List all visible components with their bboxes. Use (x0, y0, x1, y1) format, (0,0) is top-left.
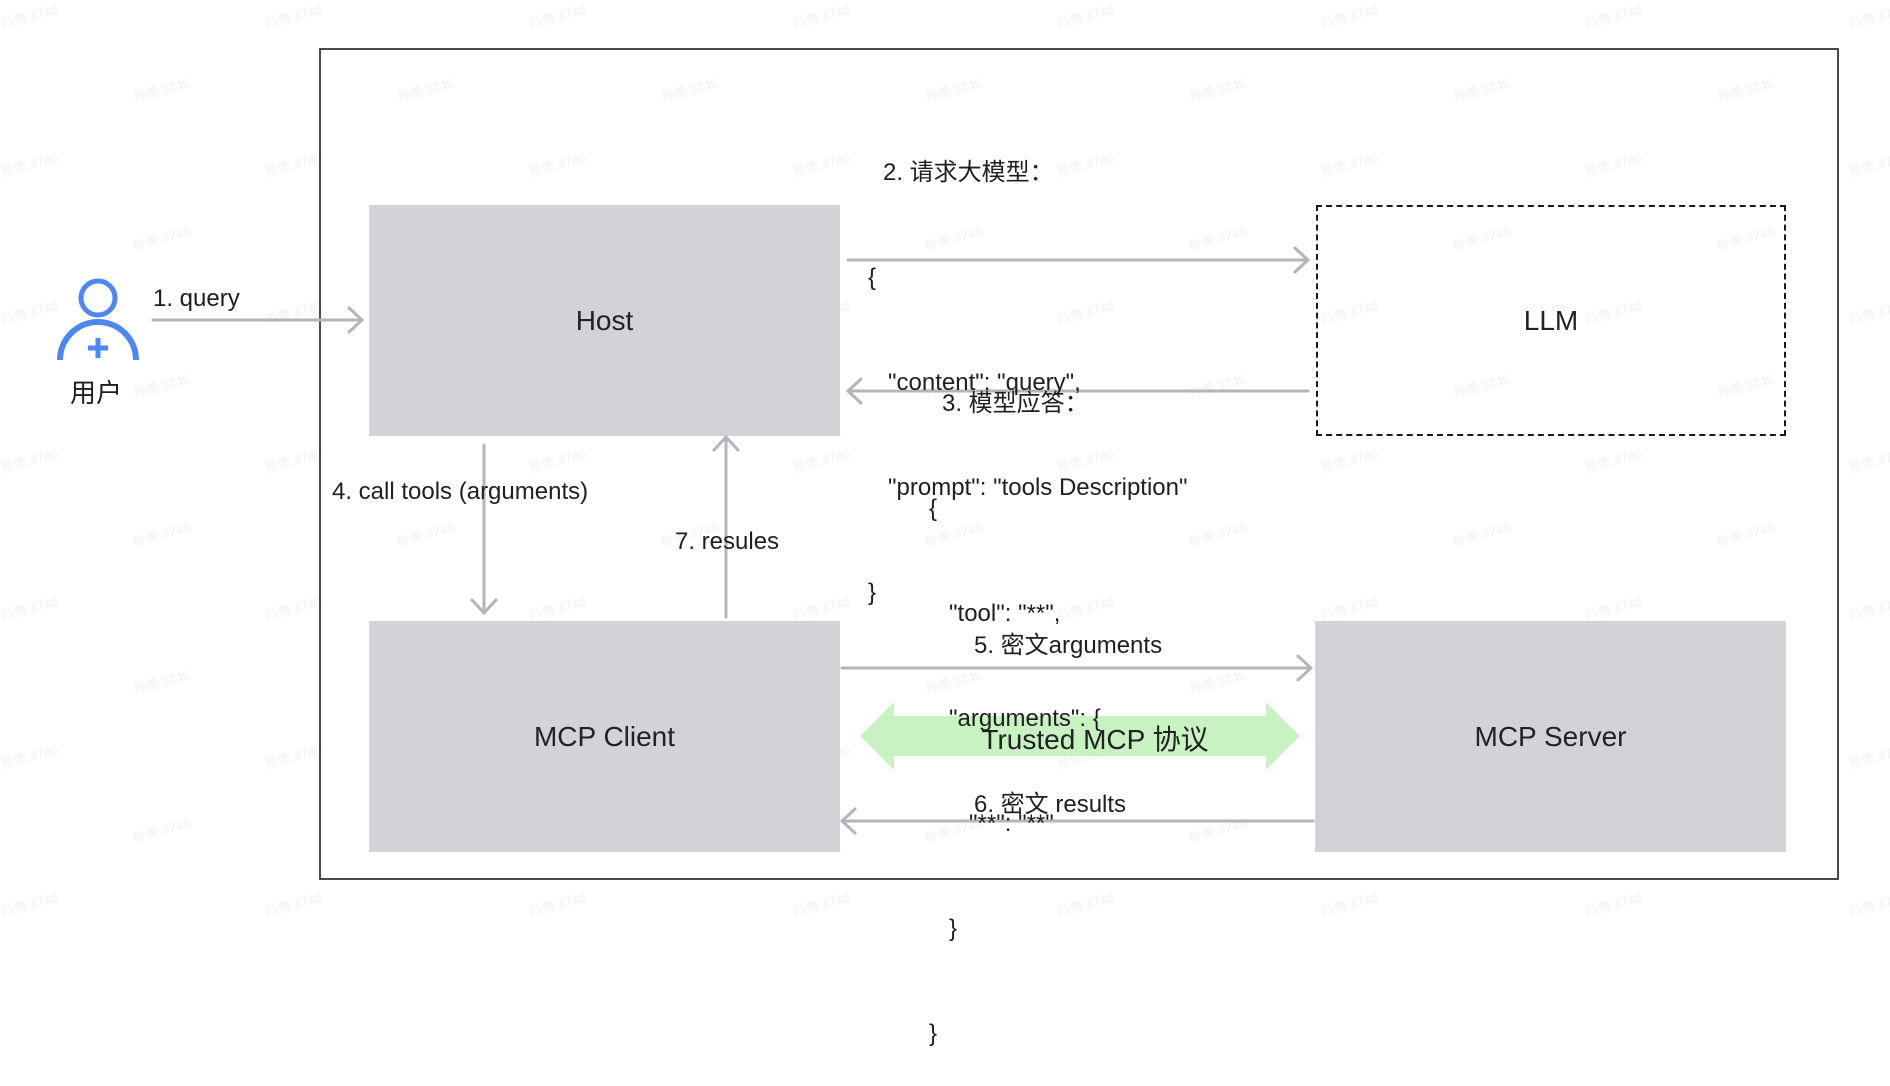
edge-1-label: 1. query (153, 285, 240, 312)
host-node-label: Host (575, 304, 634, 336)
trusted-mcp-double-arrow (860, 702, 1300, 770)
diagram-connectors (151, 246, 1315, 835)
mcp-client-node[interactable]: MCP Client (369, 621, 840, 852)
mcp-client-node-label: MCP Client (533, 720, 676, 752)
trusted-mcp-label: Trusted MCP 协议 (981, 724, 1209, 755)
edge-3-line: 3. 模型应答： (942, 390, 1089, 417)
edge-3-label: 3. 模型应答： { "tool": "**", "arguments": { … (929, 316, 1101, 1086)
user-icon (57, 278, 139, 361)
edge-2-line: { (868, 264, 877, 291)
edge-2-line: "content": "query", (868, 369, 1081, 396)
edge-3-line: } (929, 1020, 938, 1047)
mcp-server-node-label: MCP Server (1474, 720, 1627, 752)
llm-node-label: LLM (1523, 304, 1579, 336)
edge-3-line: { (929, 495, 938, 522)
edge-3-line: "arguments": { (929, 705, 1101, 732)
edge-2-line: 2. 请求大模型： (883, 159, 1054, 186)
edge-3-line: } (929, 915, 958, 942)
edge-6-label: 6. 密文 results (974, 791, 1127, 818)
edge-7-label: 7. resules (675, 528, 780, 555)
edge-5-label: 5. 密文arguments (974, 632, 1163, 659)
edge-3-line: "tool": "**", (929, 600, 1061, 627)
user-label: 用户 (70, 378, 123, 408)
edge-2-line: } (868, 579, 877, 606)
edge-3-line: "**": "**" (929, 810, 1054, 837)
mcp-server-node[interactable]: MCP Server (1315, 621, 1786, 852)
edge-2-label: 2. 请求大模型： { "content": "query", "prompt"… (868, 85, 1188, 645)
edge-4-label: 4. call tools (arguments) (332, 478, 589, 505)
host-node[interactable]: Host (369, 205, 840, 436)
llm-node[interactable]: LLM (1316, 205, 1786, 436)
system-boundary-frame (319, 48, 1839, 880)
edge-2-line: "prompt": "tools Description" (868, 474, 1188, 501)
